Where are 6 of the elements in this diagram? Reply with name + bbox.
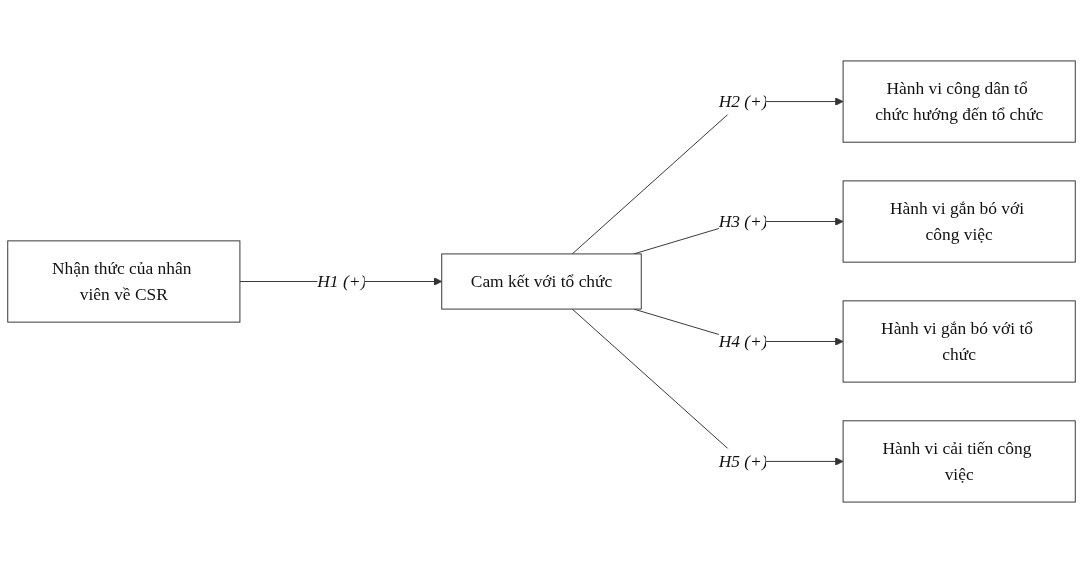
- node-box: Nhận thức của nhân viên về CSR: [7, 240, 241, 323]
- node-box: Hành vi cải tiến công việc: [842, 420, 1076, 503]
- node-box: Cam kết với tổ chức: [441, 253, 642, 310]
- node-box: Hành vi gắn bó với công việc: [842, 180, 1076, 263]
- node-box: Hành vi công dân tổ chức hướng đến tổ chức: [842, 60, 1076, 143]
- node-box: Hành vi gắn bó với tổ chức: [842, 300, 1076, 383]
